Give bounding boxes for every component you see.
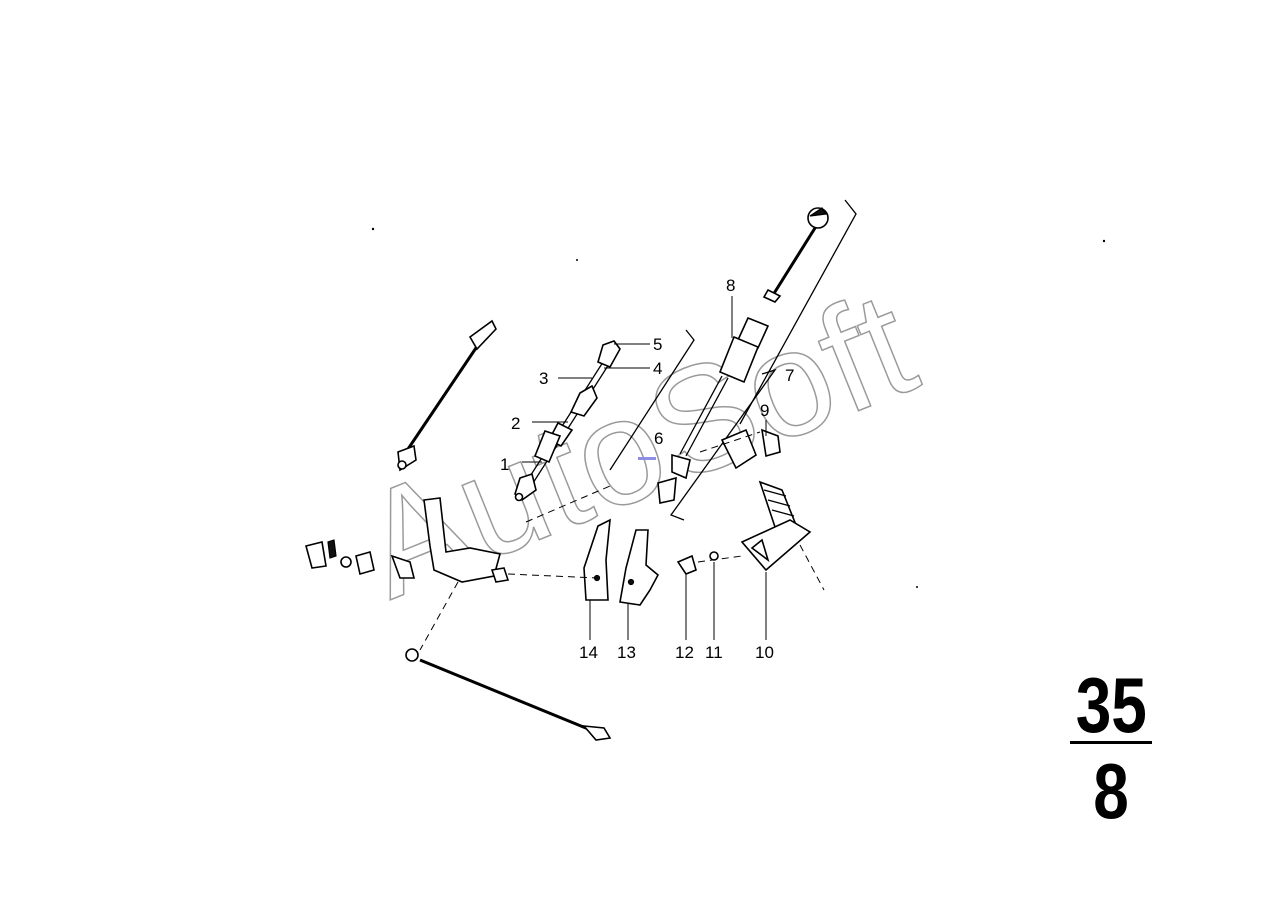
lever-bracket: [699, 428, 800, 531]
shift-rod-assembly: [514, 340, 621, 502]
callout-labels: 1 2 3 4 5 6 7 8 9 10 11 12 13 14: [500, 276, 794, 662]
part-10: [740, 519, 825, 640]
callout-11: 11: [705, 643, 723, 662]
callout-2: 2: [511, 414, 520, 433]
callout-9: 9: [760, 401, 769, 420]
bracket-6: [609, 329, 695, 471]
callout-12: 12: [675, 643, 694, 662]
callout-10: 10: [755, 643, 774, 662]
lower-rod: [405, 648, 612, 741]
specks: [371, 227, 1106, 588]
upper-left-rod: [397, 319, 497, 472]
blue-mark: [638, 457, 656, 460]
callout-6: 6: [654, 429, 663, 448]
callout-4: 4: [653, 359, 662, 378]
parts-11-12: [676, 551, 743, 640]
callout-leaders: [522, 296, 767, 463]
page-number-divider: [1070, 741, 1152, 744]
left-bracket: [305, 485, 611, 651]
callout-5: 5: [653, 335, 662, 354]
gear-lever: [657, 199, 857, 521]
callout-13: 13: [617, 643, 636, 662]
page-number-bottom: 8: [1093, 747, 1129, 835]
callout-3: 3: [539, 369, 548, 388]
callout-8: 8: [726, 276, 735, 295]
page-number-top: 35: [1075, 661, 1147, 749]
parts-13-14: [507, 518, 660, 640]
callout-1: 1: [500, 455, 509, 474]
callout-7: 7: [785, 366, 794, 385]
callout-14: 14: [579, 643, 598, 662]
